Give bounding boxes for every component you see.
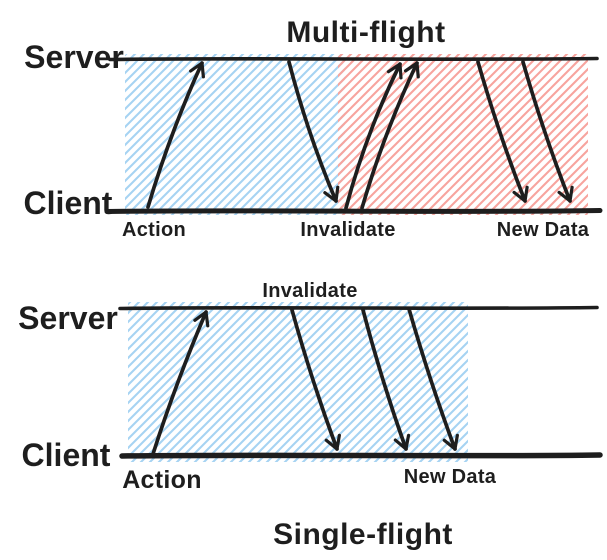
single-flight-invalidate-label: Invalidate bbox=[262, 280, 357, 302]
single-flight-blue-region bbox=[128, 302, 468, 462]
single-flight-arrow-invalidate-down bbox=[290, 308, 341, 451]
multi-flight-action-label: Action bbox=[122, 219, 186, 241]
single-flight-client-label: Client bbox=[22, 437, 111, 473]
multi-flight-server-line bbox=[108, 56, 599, 62]
multi-flight-diagram: Multi-flight Server Client Action Invali… bbox=[24, 16, 603, 241]
multi-flight-client-label: Client bbox=[24, 185, 113, 221]
multi-flight-arrow-invalidate-down bbox=[287, 60, 340, 203]
multi-flight-newdata-label: New Data bbox=[497, 219, 590, 241]
single-flight-diagram: Invalidate Server Client Action New Data… bbox=[18, 280, 603, 551]
multi-flight-title: Multi-flight bbox=[286, 16, 445, 49]
single-flight-arrow-newdata-down-2 bbox=[407, 307, 459, 451]
multi-flight-red-region bbox=[338, 54, 588, 215]
multi-flight-server-label: Server bbox=[24, 39, 124, 75]
multi-flight-client-line bbox=[104, 208, 603, 214]
multi-flight-arrow-newdata-down-1 bbox=[476, 60, 529, 203]
multi-flight-blue-region bbox=[125, 54, 345, 215]
single-flight-server-line bbox=[118, 305, 599, 311]
multi-flight-arrow-refetch-up-2 bbox=[360, 61, 420, 210]
single-flight-arrow-action-up bbox=[151, 310, 210, 456]
multi-flight-arrow-refetch-up-1 bbox=[344, 62, 403, 210]
single-flight-client-line bbox=[119, 452, 603, 459]
single-flight-server-label: Server bbox=[18, 300, 118, 336]
single-flight-action-label: Action bbox=[122, 466, 202, 494]
single-flight-newdata-label: New Data bbox=[404, 466, 497, 488]
single-flight-title: Single-flight bbox=[273, 518, 453, 551]
single-flight-arrow-newdata-down-1 bbox=[361, 308, 411, 451]
multi-flight-arrow-action-up bbox=[146, 61, 205, 209]
multi-flight-invalidate-label: Invalidate bbox=[300, 219, 395, 241]
multi-flight-arrow-newdata-down-2 bbox=[521, 60, 574, 203]
